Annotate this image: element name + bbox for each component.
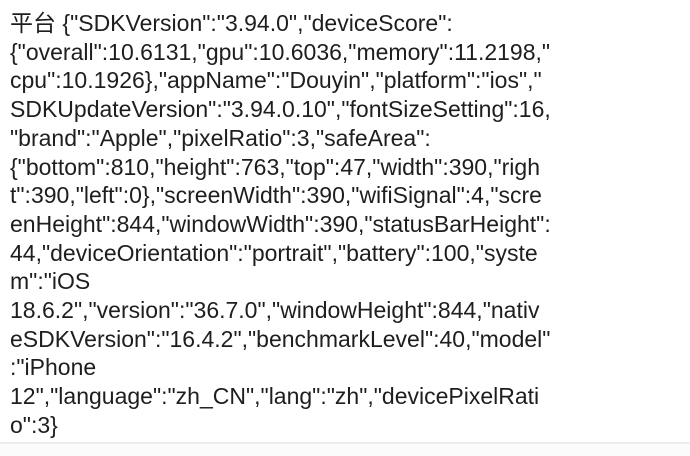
next-section-edge <box>0 444 690 456</box>
text-line: :"iPhone <box>10 354 97 381</box>
section-divider <box>0 442 690 444</box>
text-line: enHeight":844,"windowWidth":390,"statusB… <box>10 210 551 237</box>
text-line: SDKUpdateVersion":"3.94.0.10","fontSizeS… <box>10 96 551 123</box>
text-line: {"overall":10.6131,"gpu":10.6036,"memory… <box>10 38 551 65</box>
text-line: "brand":"Apple","pixelRatio":3,"safeArea… <box>10 124 431 151</box>
text-line: o":3} <box>10 411 58 438</box>
text-line: 18.6.2","version":"36.7.0","windowHeight… <box>10 297 540 324</box>
text-line: t":390,"left":0},"screenWidth":390,"wifi… <box>10 182 542 209</box>
text-line: m":"iOS <box>10 268 91 295</box>
text-line: eSDKVersion":"16.4.2","benchmarkLevel":4… <box>10 325 551 352</box>
text-line: {"bottom":810,"height":763,"top":47,"wid… <box>10 153 540 180</box>
text-line: 平台 {"SDKVersion":"3.94.0","deviceScore": <box>10 10 453 36</box>
text-line: 44,"deviceOrientation":"portrait","batte… <box>10 239 538 266</box>
text-line: cpu":10.1926},"appName":"Douyin","platfo… <box>10 67 542 94</box>
device-info-text-block: 平台 {"SDKVersion":"3.94.0","deviceScore":… <box>10 9 682 440</box>
text-line: 12","language":"zh_CN","lang":"zh","devi… <box>10 383 540 410</box>
